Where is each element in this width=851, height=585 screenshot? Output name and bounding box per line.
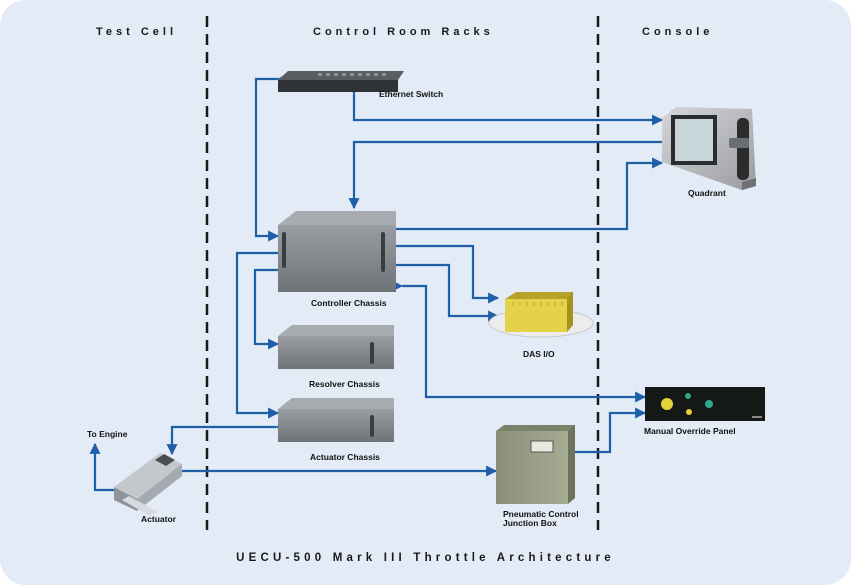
connector-switch-controller xyxy=(254,73,288,242)
label-controller-chassis: Controller Chassis xyxy=(311,298,387,308)
connectors xyxy=(89,73,672,492)
connector-actuator-engine xyxy=(89,442,114,492)
label-das-io: DAS I/O xyxy=(523,349,555,359)
label-pneumatic-control: Pneumatic Control xyxy=(503,509,579,519)
manual-override-panel-icon xyxy=(645,387,765,421)
connector-actuatorchassis-actuator xyxy=(166,421,286,456)
diagram-caption: UECU-500 Mark III Throttle Architecture xyxy=(236,552,615,564)
connector-controller-quadrant xyxy=(386,157,664,235)
label-quadrant: Quadrant xyxy=(688,188,726,198)
connector-controller-das-2 xyxy=(386,259,500,322)
label-junction-box: Junction Box xyxy=(503,518,557,528)
connector-junction-override xyxy=(565,407,647,458)
actuator-icon xyxy=(114,453,182,516)
section-dividers xyxy=(205,16,600,530)
resolver-chassis-icon xyxy=(278,325,394,369)
section-test-cell: Test Cell xyxy=(96,26,178,38)
label-to-engine: To Engine xyxy=(87,429,128,439)
connector-switch-quadrant xyxy=(348,84,664,126)
actuator-chassis-icon xyxy=(278,398,394,442)
label-ethernet-switch: Ethernet Switch xyxy=(379,89,444,99)
label-manual-override-panel: Manual Override Panel xyxy=(644,426,736,436)
das-io-icon xyxy=(488,292,594,338)
connector-controller-override xyxy=(392,280,647,403)
connector-controller-actuator-chassis xyxy=(235,247,288,419)
ethernet-switch-icon xyxy=(278,71,404,92)
label-actuator-chassis: Actuator Chassis xyxy=(310,452,380,462)
quadrant-icon xyxy=(662,107,756,190)
label-resolver-chassis: Resolver Chassis xyxy=(309,379,380,389)
junction-box-icon xyxy=(496,425,575,504)
section-control-room-racks: Control Room Racks xyxy=(313,26,494,38)
connector-controller-das-1 xyxy=(386,240,500,304)
section-console: Console xyxy=(642,26,714,38)
label-actuator: Actuator xyxy=(141,514,176,524)
controller-chassis-icon xyxy=(278,211,396,292)
override-yellow-button-icon xyxy=(661,398,673,410)
connector-quadrant-controller-top xyxy=(348,136,672,210)
connector-controller-resolver xyxy=(253,264,288,350)
